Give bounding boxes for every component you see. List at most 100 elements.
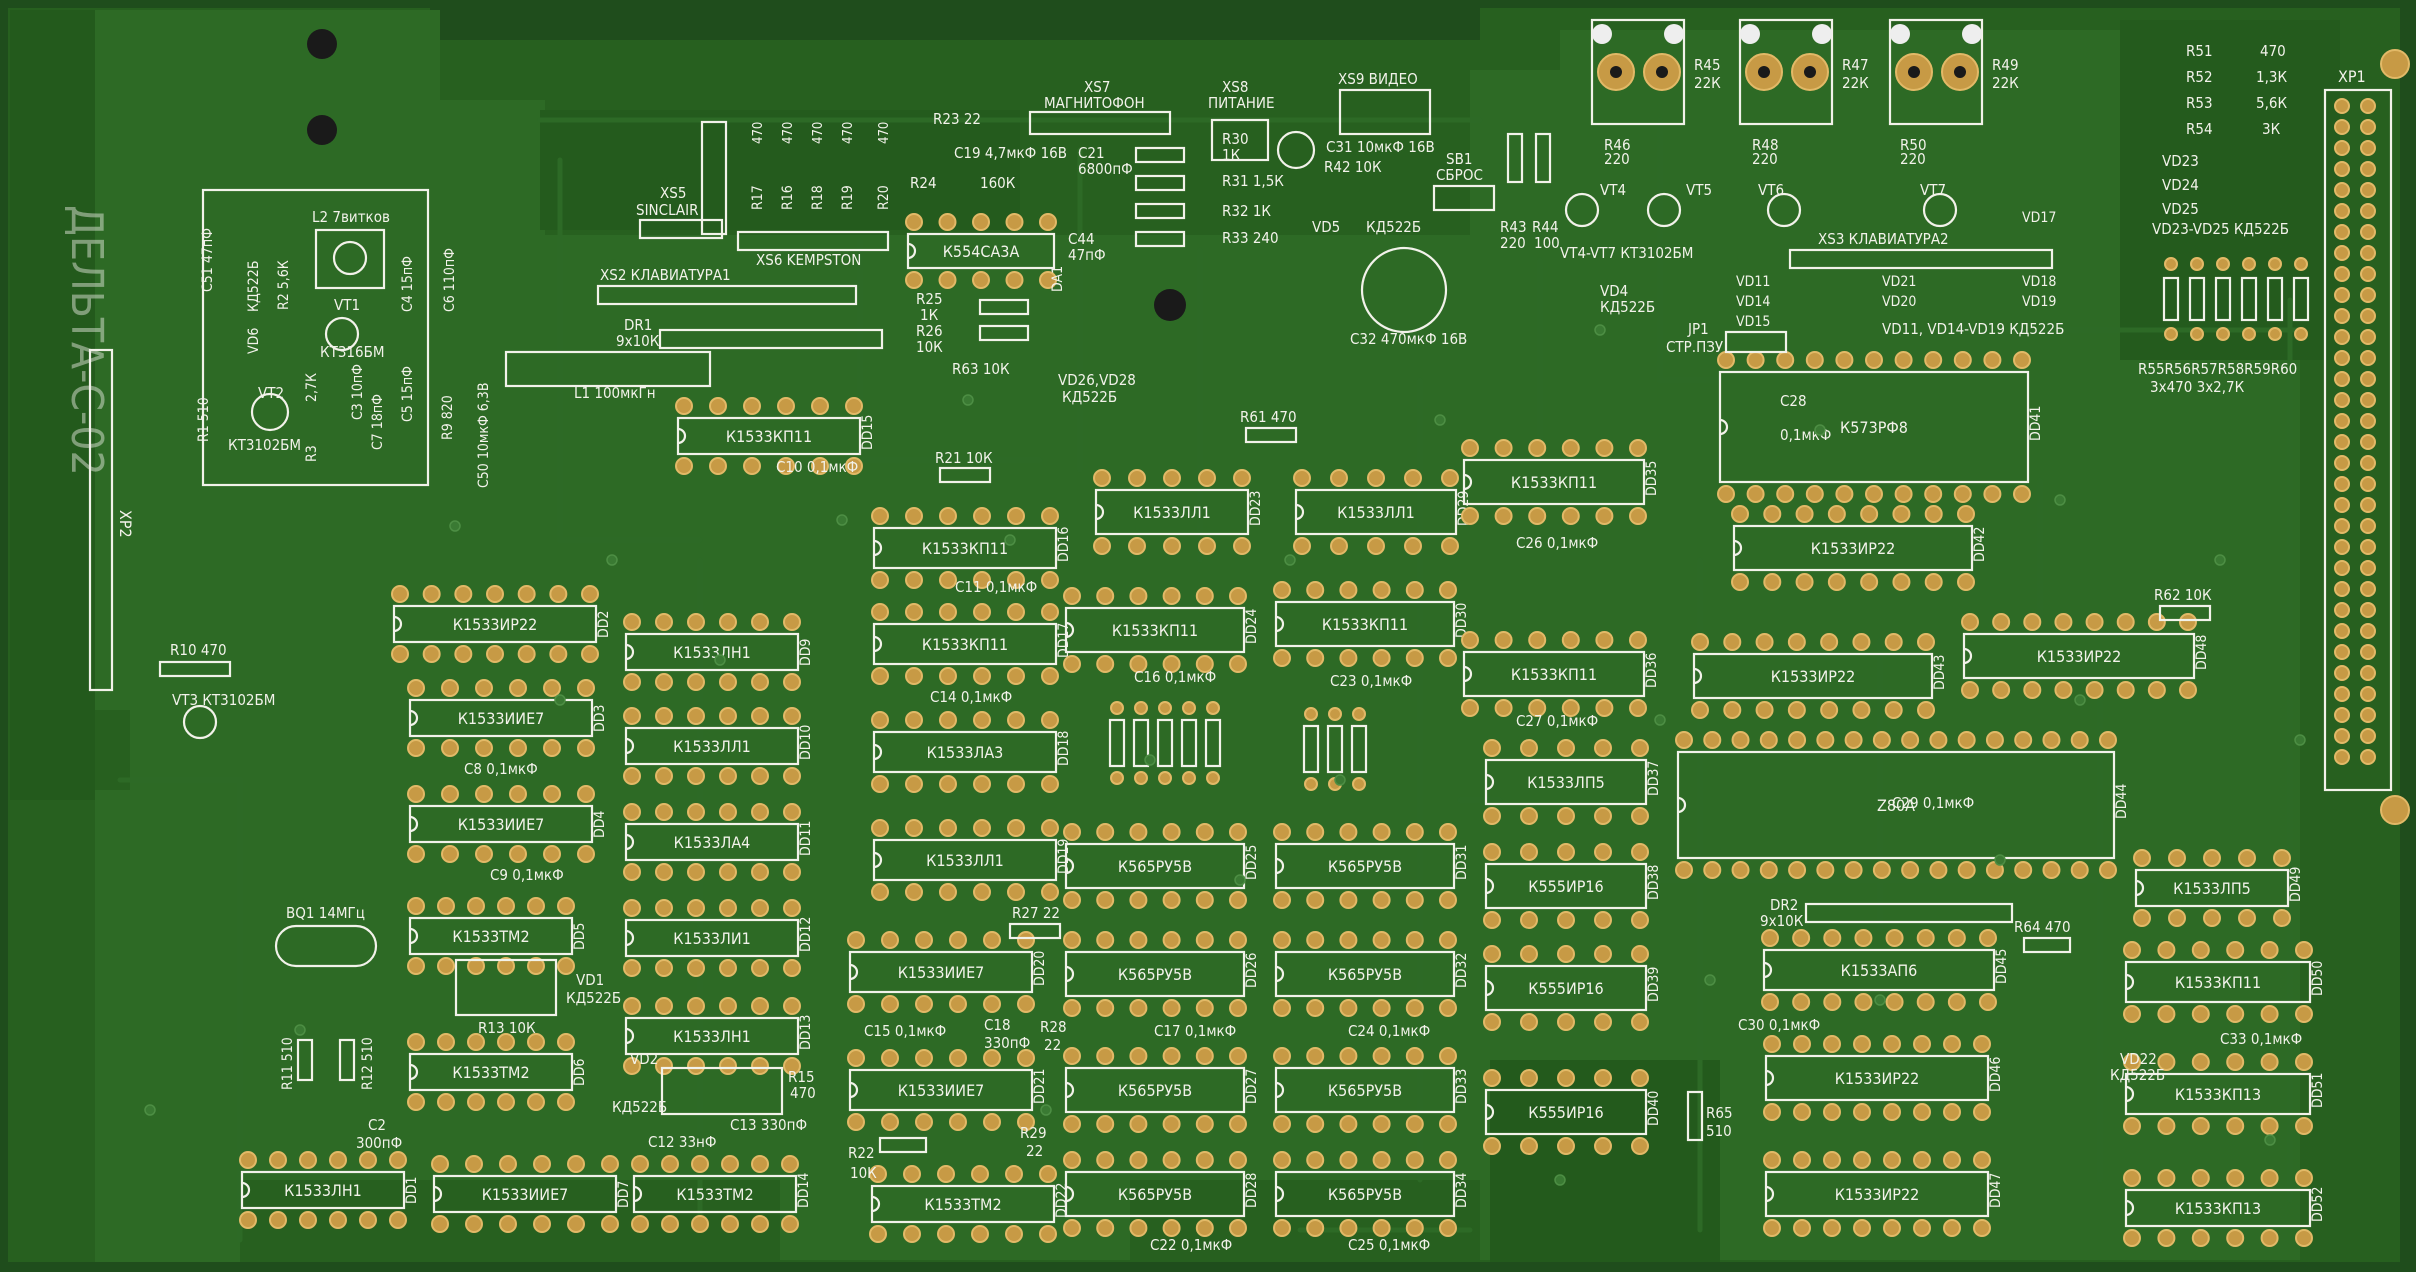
ic-pin: [1860, 505, 1879, 523]
ic-pin: [1483, 911, 1501, 929]
ic-pin: [1229, 999, 1247, 1017]
ic-pin: [1703, 731, 1722, 749]
ic-part-label: К1533ИИЕ7: [898, 1081, 985, 1100]
connector-pin: [2334, 308, 2350, 324]
ic-pin: [655, 1057, 673, 1075]
xs8-label: XS8: [1222, 78, 1248, 96]
ic-dd20: К1533ИИЕ7 DD20: [847, 931, 1048, 1013]
ic-pin: [1093, 537, 1111, 555]
ic-outline: [1762, 948, 1996, 992]
ic-pin: [1273, 581, 1291, 599]
c15-label: C15 0,1мкФ: [864, 1022, 946, 1040]
ic-notch: [1485, 773, 1495, 791]
r10-label: R10 470: [170, 641, 227, 659]
ic-pin: [2260, 1169, 2279, 1187]
ic-pin: [973, 571, 991, 589]
ic-notch: [1295, 503, 1305, 521]
ic-pin: [847, 995, 865, 1013]
r43-value: 220: [1500, 234, 1526, 252]
c12-label: C12 33нФ: [648, 1133, 717, 1151]
ic-pin: [1557, 807, 1575, 825]
vd15-label: VD15: [1736, 314, 1770, 330]
xs7-name: МАГНИТОФОН: [1044, 94, 1145, 112]
ic-part-label: К1533ИИЕ7: [898, 963, 985, 982]
mounting-hole: [307, 29, 337, 59]
resistor-pad: [1158, 701, 1172, 715]
connector-pin: [2360, 581, 2376, 597]
ic-part-label: К1533ТМ2: [452, 927, 529, 946]
jack-outline: [1738, 18, 1834, 126]
ic-pin: [2226, 1005, 2245, 1023]
connector-pin: [2334, 518, 2350, 534]
ic-pin: [1957, 505, 1975, 523]
r30-value: 1К: [1222, 146, 1241, 164]
connector-label: XP1: [2338, 67, 2366, 86]
ic-pin: [719, 1057, 737, 1075]
ic-pin: [557, 1033, 575, 1051]
r20-value: 470: [877, 122, 892, 144]
vd5-label: VD5: [1312, 218, 1340, 236]
ic-pin: [1595, 631, 1614, 649]
vt7-body: [1922, 192, 1958, 228]
ic-pin: [1439, 1151, 1457, 1169]
ic-pin: [1017, 1049, 1035, 1067]
vt5-label: VT5: [1686, 181, 1712, 199]
ic-pin: [905, 667, 923, 685]
ic-notch: [1065, 621, 1075, 639]
bq1-body: [274, 924, 378, 968]
ic-outline: [1484, 758, 1648, 806]
ic-notch: [625, 929, 635, 947]
ic-pin: [1195, 931, 1214, 949]
ic-part-label: К1533КП11: [922, 635, 1008, 654]
ic-ref-label: DD35: [1644, 461, 1660, 496]
ic-pin: [881, 995, 899, 1013]
resistor-body: [1204, 718, 1222, 768]
ic-pin: [1229, 931, 1247, 949]
c13-label: C13 330пФ: [730, 1116, 807, 1134]
ic-pin: [971, 1225, 989, 1243]
ic-pin: [1306, 1151, 1325, 1169]
via: [2054, 494, 2066, 506]
ic-pin: [2157, 1229, 2176, 1247]
ic-pin: [1961, 613, 1979, 631]
ic-outline: [408, 1052, 574, 1092]
ic-pin: [655, 899, 673, 917]
resistor-body: [2240, 276, 2258, 322]
ic-outline: [1274, 600, 1456, 648]
via: [1434, 414, 1446, 426]
ic-pin: [1520, 1137, 1538, 1155]
via: [962, 394, 974, 406]
jack-mount: [1664, 24, 1684, 44]
ic-pin: [567, 1155, 585, 1173]
ic-pin: [1162, 1219, 1181, 1237]
ic-notch: [873, 743, 883, 761]
ic-pin: [2191, 1053, 2210, 1071]
ic-part-label: К1533КП11: [726, 427, 812, 446]
ic-pin: [1096, 999, 1115, 1017]
ic-part-label: К1533КП11: [922, 539, 1008, 558]
ic-part-label: К1533ИР22: [2037, 647, 2122, 666]
ic-pin: [1631, 945, 1649, 963]
ic-pin: [661, 1155, 679, 1173]
c3-label: C3 10пФ: [350, 364, 366, 420]
ic-pin: [1162, 655, 1181, 673]
ic-pin: [269, 1151, 287, 1169]
ic-pin: [1629, 439, 1647, 457]
jack-outline: [1590, 18, 1686, 126]
ic-pin: [871, 603, 889, 621]
ic-pin: [1561, 507, 1580, 525]
ic-pin: [687, 899, 705, 917]
ic-pin: [687, 803, 705, 821]
ic-pin: [533, 1215, 551, 1233]
ic-pin: [623, 863, 641, 881]
connector-pin: [2334, 707, 2350, 723]
ic-pin: [1439, 1115, 1457, 1133]
ic-pin: [1520, 843, 1538, 861]
ic-outline: [624, 726, 800, 766]
r26-body: [978, 324, 1030, 342]
ic-outline: [1676, 750, 2116, 860]
ic-ref-label: DD41: [2028, 406, 2044, 441]
ic-part-label: К565РУ5В: [1328, 857, 1402, 876]
ic-ref-label: DD20: [1032, 951, 1048, 986]
ic-notch: [871, 1195, 881, 1213]
